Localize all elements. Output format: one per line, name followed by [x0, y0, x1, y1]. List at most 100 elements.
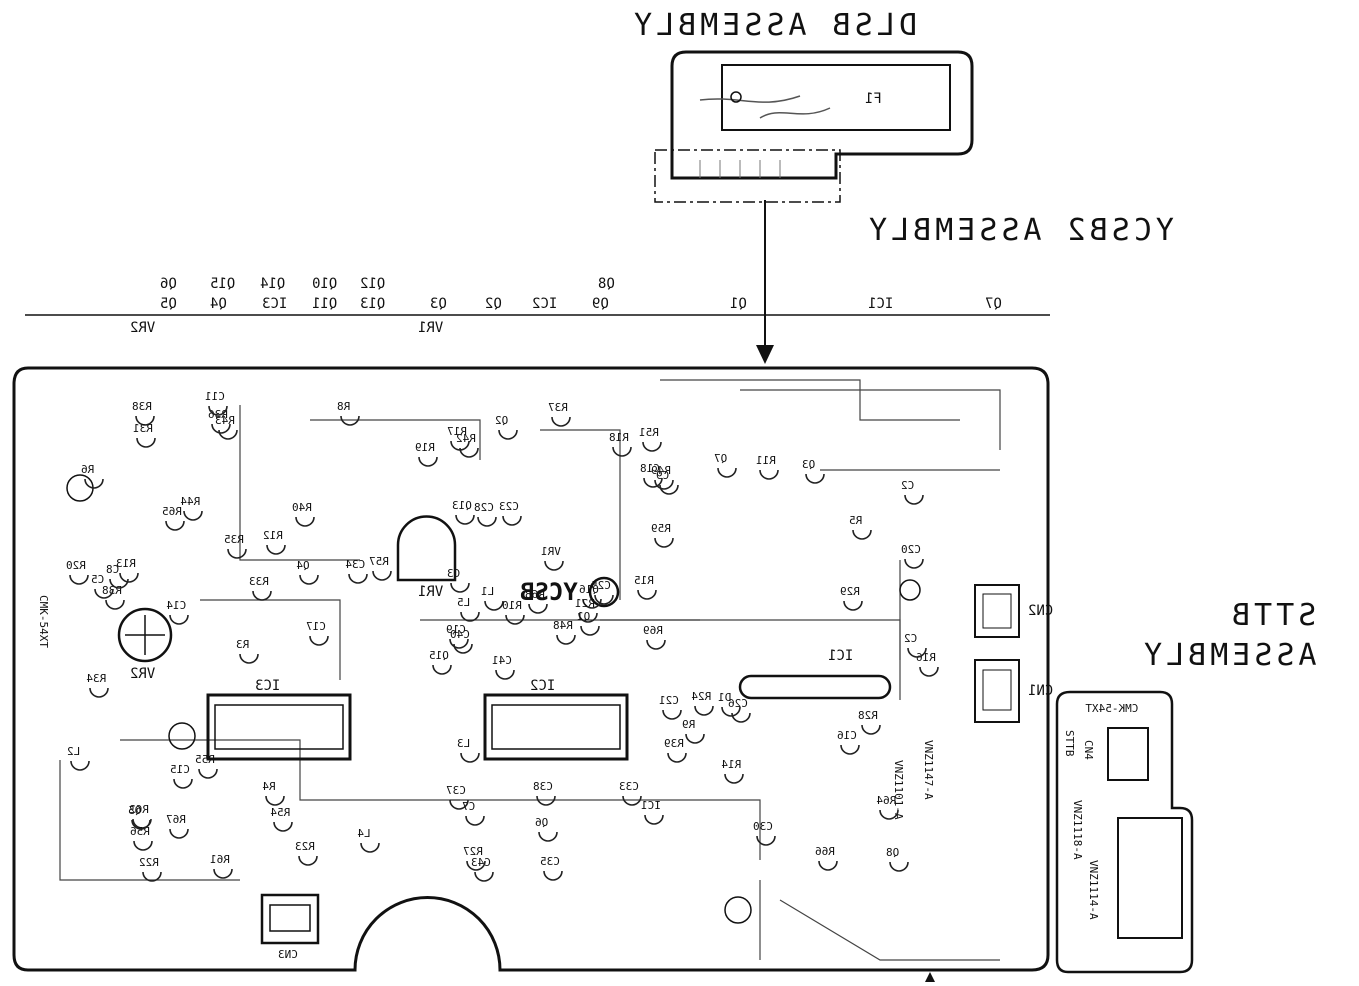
- part-label: L1: [481, 585, 494, 598]
- part-label: R5: [849, 514, 862, 527]
- part-label: C9: [656, 469, 669, 482]
- component-glyph: [340, 415, 360, 426]
- part-label: C18: [640, 462, 660, 475]
- part-label: C28: [474, 501, 494, 514]
- part-label: R15: [634, 574, 654, 587]
- component-glyph: [460, 752, 480, 763]
- index-label: Q10: [312, 276, 337, 292]
- component-glyph: [594, 594, 614, 605]
- part-label: R21: [575, 597, 595, 610]
- dlsb-part-label: F1: [865, 91, 882, 107]
- component-glyph: [528, 603, 548, 614]
- dlsb-title: DLSB ASSEMBLY: [630, 8, 917, 43]
- component-glyph: [131, 819, 151, 830]
- vr2-potentiometer: VR2: [117, 607, 173, 682]
- component-glyph: [89, 687, 109, 698]
- svg-text:CN3: CN3: [278, 948, 298, 961]
- component-glyph: [348, 573, 368, 584]
- svg-text:CN1: CN1: [1028, 683, 1053, 699]
- part-label: Q5: [128, 804, 141, 817]
- index-label: Q3: [430, 296, 447, 312]
- svg-text:IC1: IC1: [828, 648, 853, 664]
- component-glyph: [654, 537, 674, 548]
- part-label: C16: [837, 729, 857, 742]
- svg-text:STTB: STTB: [1063, 730, 1076, 757]
- component-glyph: [299, 574, 319, 585]
- component-glyph: [580, 625, 600, 636]
- component-glyph: [450, 582, 470, 593]
- part-label: C20: [901, 543, 921, 556]
- part-label: R22: [139, 856, 159, 869]
- part-label: R33: [249, 575, 269, 588]
- component-glyph: [418, 456, 438, 467]
- component-glyph: [309, 635, 329, 646]
- part-label: R39: [664, 737, 684, 750]
- component-glyph: [818, 860, 838, 871]
- component-glyph: [904, 494, 924, 505]
- component-glyph: [208, 405, 228, 416]
- component-glyph: [904, 558, 924, 569]
- component-glyph: [466, 860, 486, 871]
- part-label: IC1: [641, 799, 661, 812]
- component-glyph: [198, 768, 218, 779]
- part-label: Q15: [429, 649, 449, 662]
- component-glyph: [183, 510, 203, 521]
- ic3: IC3: [206, 678, 352, 761]
- part-label: R66: [815, 845, 835, 858]
- svg-text:CMK-54XT: CMK-54XT: [1085, 702, 1138, 715]
- part-label: C11: [205, 390, 225, 403]
- component-glyph: [135, 415, 155, 426]
- part-label: Q4: [296, 559, 310, 572]
- part-label: Q16: [579, 583, 599, 596]
- ycsb2-title: YCSB2 ASSEMBLY: [865, 213, 1174, 248]
- part-label: R42: [456, 432, 476, 445]
- part-label: C21: [659, 694, 679, 707]
- part-label: R19: [415, 441, 435, 454]
- index-label: Q4: [210, 296, 227, 312]
- index-label: Q9: [592, 296, 609, 312]
- component-glyph: [659, 484, 679, 495]
- part-label: R38: [132, 400, 152, 413]
- part-label: C2: [901, 479, 914, 492]
- part-label: C2: [904, 632, 917, 645]
- index-label: Q2: [485, 296, 502, 312]
- component-glyph: [70, 760, 90, 771]
- svg-text:CN4: CN4: [1082, 740, 1095, 760]
- svg-text:ASSEMBLY: ASSEMBLY: [1140, 638, 1317, 673]
- component-glyph: [133, 840, 153, 851]
- component-glyph: [756, 835, 776, 846]
- ycsb-board-code: CMK-54XT: [37, 595, 50, 648]
- component-glyph: [477, 516, 497, 527]
- part-label: R48: [553, 619, 573, 632]
- sttb-board: CMK-54XT STTB CN4 VNZ1118-A VNZ1114-A: [1055, 690, 1194, 974]
- component-glyph: [889, 861, 909, 872]
- component-glyph: [173, 778, 193, 789]
- component-glyph: [218, 429, 238, 440]
- index-label: VR1: [418, 320, 443, 336]
- component-glyph: [907, 647, 927, 658]
- part-label: Q1: [577, 610, 590, 623]
- part-label: R54: [270, 806, 290, 819]
- part-label: C7: [462, 800, 475, 813]
- part-label: C38: [533, 780, 553, 793]
- component-glyph: [551, 416, 571, 427]
- part-label: Q8: [886, 846, 899, 859]
- component-glyph: [662, 709, 682, 720]
- part-label: R9: [682, 718, 695, 731]
- component-glyph: [372, 570, 392, 581]
- part-label: R3: [236, 638, 249, 651]
- ycsb-board-name: YCSB: [520, 578, 578, 606]
- part-label: L2: [67, 745, 80, 758]
- component-glyph: [643, 477, 663, 488]
- component-glyph: [460, 611, 480, 622]
- part-label: C14: [166, 599, 186, 612]
- ic1: IC1: [738, 648, 892, 700]
- index-label: Q11: [312, 296, 337, 312]
- part-label: Q6: [535, 816, 548, 829]
- component-glyph: [450, 440, 470, 451]
- part-label: R8: [337, 400, 350, 413]
- index-label: Q6: [160, 276, 177, 292]
- component-glyph: [879, 809, 899, 820]
- part-label: C37: [446, 784, 466, 797]
